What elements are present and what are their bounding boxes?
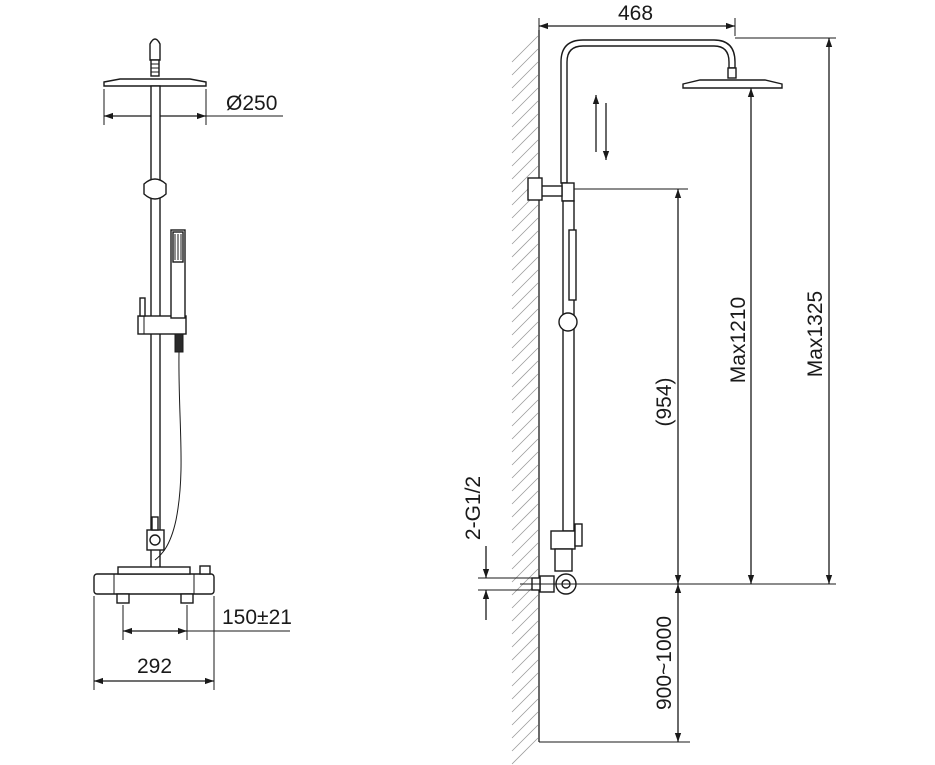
wall-hatch-line bbox=[511, 620, 539, 648]
wall-hatch-line bbox=[511, 490, 539, 518]
wall-hatch-line bbox=[511, 529, 539, 557]
wall-hatch-line bbox=[511, 347, 539, 375]
wall-hatch-line bbox=[511, 685, 539, 713]
wall-hatch-line bbox=[511, 711, 539, 739]
wall-hatch-line bbox=[511, 100, 539, 128]
wall-hatch-line bbox=[511, 360, 539, 388]
wall-hatch-line bbox=[511, 737, 539, 765]
max-total-height-dimension: Max1325 bbox=[804, 38, 833, 584]
wall-hatch-line bbox=[511, 477, 539, 505]
inlet-spacing-label: 150±21 bbox=[222, 606, 292, 629]
valve-width-dimension: 292 bbox=[93, 596, 215, 690]
wall-hatch-line bbox=[511, 386, 539, 414]
wall-hatch-line bbox=[511, 74, 539, 102]
wall-hatch-line bbox=[511, 373, 539, 401]
wall-hatch-line bbox=[511, 165, 539, 193]
front-view: Ø250 bbox=[93, 38, 292, 690]
wall-hatch-line bbox=[511, 698, 539, 726]
max-head-height-dimension: Max1210 bbox=[727, 88, 755, 584]
wall-hatch-line bbox=[511, 139, 539, 167]
wall-hatch-line bbox=[511, 87, 539, 115]
rail-height-dimension: (954) bbox=[653, 189, 682, 584]
wall-hatch-line bbox=[511, 724, 539, 752]
wall-hatch-line bbox=[511, 464, 539, 492]
wall-hatch-line bbox=[511, 48, 539, 76]
wall-hatch-line bbox=[511, 659, 539, 687]
inlet-thread-dimension: 2-G1/2 bbox=[462, 476, 532, 620]
thermostatic-valve bbox=[93, 565, 215, 604]
wall-hatch-line bbox=[511, 672, 539, 700]
wall-hatch-line bbox=[511, 438, 539, 466]
wall-hatch-line bbox=[511, 282, 539, 310]
wall-hatch-line bbox=[511, 503, 539, 531]
wall-hatch-line bbox=[511, 126, 539, 154]
head-diameter-label: Ø250 bbox=[226, 92, 277, 115]
wall-hatch-line bbox=[511, 633, 539, 661]
shower-arm bbox=[560, 39, 783, 184]
rain-shower-head bbox=[103, 38, 207, 87]
wall-hatch-line bbox=[511, 217, 539, 245]
wall-hatch-line bbox=[511, 308, 539, 336]
wall-hatch-line bbox=[511, 269, 539, 297]
diverter bbox=[146, 516, 165, 551]
wall-hatch-line bbox=[511, 256, 539, 284]
wall-hatch-line bbox=[511, 230, 539, 258]
install-height-dimension: 900~1000 bbox=[653, 584, 682, 742]
wall-hatch-line bbox=[511, 412, 539, 440]
wall-hatch-line bbox=[511, 295, 539, 323]
wall-hatch-line bbox=[511, 321, 539, 349]
inlet-thread-label: 2-G1/2 bbox=[462, 476, 485, 540]
side-view: 468 Max1325 Max1210 (954) 900~1000 bbox=[462, 2, 836, 765]
head-diameter-dimension: Ø250 bbox=[103, 89, 283, 125]
wall-hatch-line bbox=[511, 425, 539, 453]
wall-hatch-line bbox=[511, 542, 539, 570]
height-adjust-arrows bbox=[592, 95, 610, 160]
max-head-height-label: Max1210 bbox=[727, 297, 750, 383]
wall-hatch-line bbox=[511, 243, 539, 271]
rail-height-label: (954) bbox=[653, 377, 676, 426]
max-total-height-label: Max1325 bbox=[804, 291, 827, 377]
wall-hatch-line bbox=[511, 334, 539, 362]
wall-hatch-line bbox=[511, 594, 539, 622]
wall-hatch-line bbox=[511, 646, 539, 674]
wall-hatch-line bbox=[511, 516, 539, 544]
wall-hatch-line bbox=[511, 61, 539, 89]
wall-hatch-line bbox=[511, 152, 539, 180]
wall-hatch-line bbox=[511, 113, 539, 141]
wall bbox=[511, 30, 690, 765]
hand-shower bbox=[154, 229, 186, 561]
wall-hatch-line bbox=[511, 607, 539, 635]
side-rail bbox=[527, 177, 578, 532]
arm-reach-dimension: 468 bbox=[538, 2, 736, 36]
wall-hatch-line bbox=[511, 204, 539, 232]
wall-hatch-line bbox=[511, 399, 539, 427]
wall-hatch-line bbox=[511, 451, 539, 479]
arm-reach-label: 468 bbox=[618, 2, 653, 25]
wall-hatch-line bbox=[511, 568, 539, 596]
valve-width-label: 292 bbox=[137, 655, 172, 678]
install-height-label: 900~1000 bbox=[653, 616, 676, 710]
wall-hatch-line bbox=[511, 35, 539, 63]
inlet-spacing-dimension: 150±21 bbox=[122, 605, 292, 640]
